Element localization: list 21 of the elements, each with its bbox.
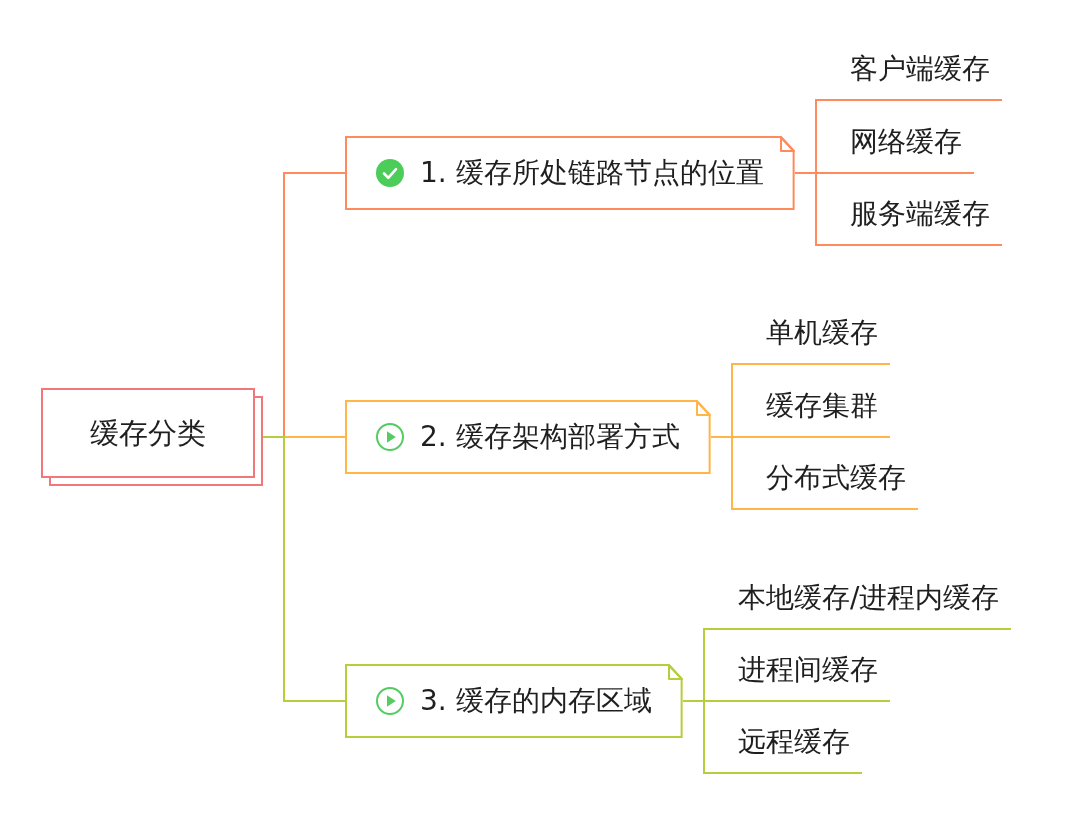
underlined-topic: 分布式缓存: [731, 458, 918, 510]
underlined-topic: 进程间缓存: [703, 650, 890, 702]
branch-line: [682, 700, 705, 774]
topic-box: [345, 400, 711, 474]
topic-box: [345, 664, 683, 738]
branch-line: [794, 172, 817, 246]
branch-line: [710, 436, 733, 510]
underlined-topic: 缓存集群: [731, 386, 890, 438]
underlined-topic: 远程缓存: [703, 722, 862, 774]
stacked-topic-box: [41, 388, 263, 486]
underlined-topic: 服务端缓存: [815, 194, 1002, 246]
underlined-topic: 本地缓存/进程内缓存: [703, 578, 1012, 630]
topic-label: 缓存分类: [90, 415, 206, 451]
topic-label: 1. 缓存所处链路节点的位置: [420, 155, 764, 191]
branch-line: [262, 436, 346, 702]
underlined-topic: 客户端缓存: [815, 49, 1002, 101]
topic-box: [345, 136, 795, 210]
topic-label: 2. 缓存架构部署方式: [420, 419, 680, 455]
topic-label: 3. 缓存的内存区域: [420, 683, 652, 719]
underlined-topic: 单机缓存: [731, 313, 890, 365]
underlined-topic: 网络缓存: [815, 122, 974, 174]
